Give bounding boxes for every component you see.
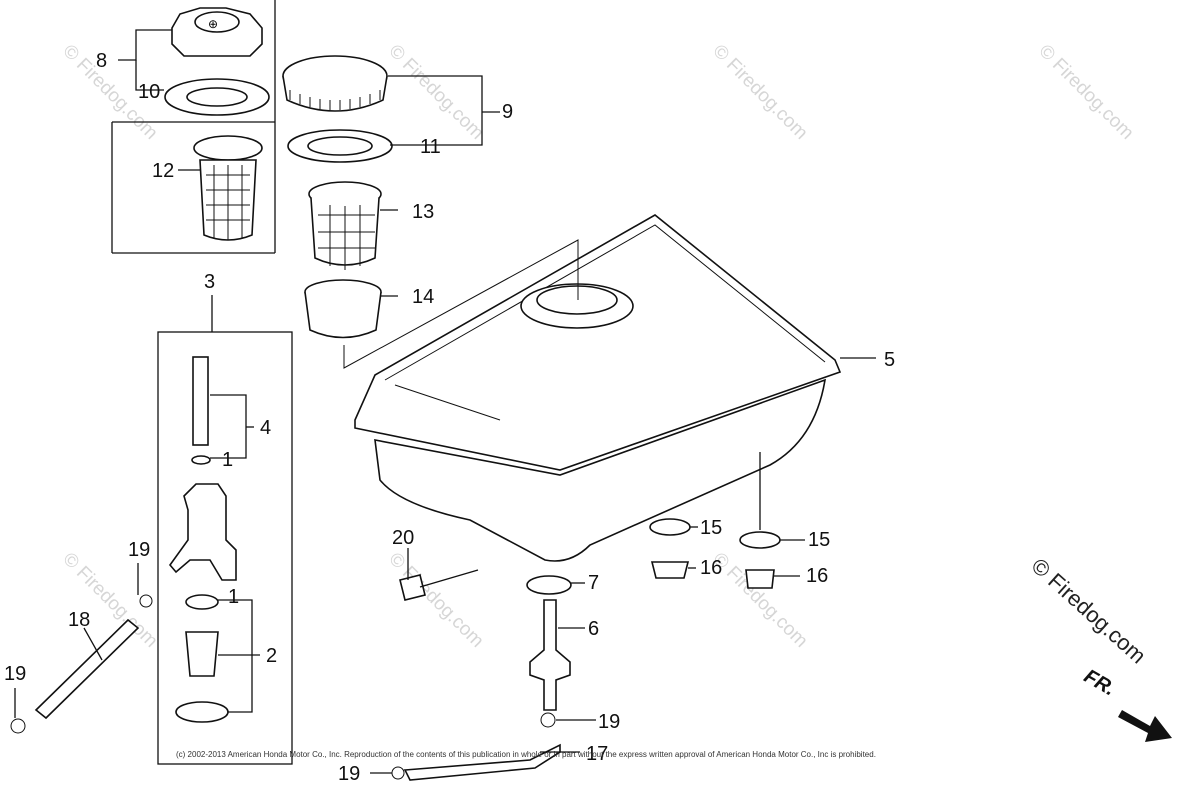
callout-15: 15	[808, 529, 830, 551]
watermark: © Firedog.com	[708, 41, 811, 144]
callout-18: 18	[68, 609, 90, 631]
callout-16: 16	[806, 565, 828, 587]
cap-gasket-part	[164, 78, 270, 116]
callout-4: 4	[260, 417, 271, 439]
strainer-12-part	[193, 135, 263, 241]
callout-19: 19	[4, 663, 26, 685]
fuel-cap-part: ⊕	[171, 7, 263, 57]
callout-11: 11	[420, 136, 441, 158]
callout-19: 19	[598, 711, 620, 733]
filter-basket-part	[304, 279, 382, 339]
front-direction-indicator: FR.	[1080, 665, 1172, 742]
inset-boxes	[111, 0, 276, 254]
fuel-cap-9-part	[282, 55, 388, 112]
watermark: © Firedog.com	[1034, 41, 1137, 144]
fuel-valve-box	[157, 331, 293, 765]
callout-3: 3	[204, 271, 215, 293]
leader-lines	[14, 29, 876, 774]
brand-label: © Firedog.com	[1027, 553, 1151, 668]
callout-10: 10	[138, 81, 160, 103]
fuel-tank-part	[354, 214, 842, 562]
callout-13: 13	[412, 201, 434, 223]
strainer-13-part	[308, 181, 382, 270]
callout-20: 20	[392, 527, 414, 549]
watermark: © Firedog.com	[58, 549, 161, 652]
callout-9: 9	[502, 101, 513, 123]
callout-5: 5	[884, 349, 895, 371]
callout-19: 19	[338, 763, 360, 785]
callout-17: 17	[586, 743, 608, 765]
callout-labels: 8 10 12 9 11 13 14 3 4 1 1 2 5 15 15 16 …	[4, 50, 895, 785]
front-label: FR.	[1080, 665, 1119, 700]
cap-emblem: ⊕	[208, 17, 218, 31]
callout-6: 6	[588, 618, 599, 640]
copyright-notice: (c) 2002-2013 American Honda Motor Co., …	[176, 750, 876, 759]
fuel-valve-parts	[168, 356, 237, 723]
watermark: © Firedog.com	[708, 549, 811, 652]
callout-12: 12	[152, 160, 174, 182]
watermark: © Firedog.com	[384, 549, 487, 652]
callout-1: 1	[228, 586, 239, 608]
callout-7: 7	[588, 572, 599, 594]
callout-19: 19	[128, 539, 150, 561]
callout-2: 2	[266, 645, 277, 667]
callout-16: 16	[700, 557, 722, 579]
callout-8: 8	[96, 50, 107, 72]
cap-gasket-11-part	[287, 129, 393, 163]
hose-parts	[10, 452, 781, 781]
front-arrow-icon	[1118, 710, 1172, 742]
callout-15: 15	[700, 517, 722, 539]
callout-14: 14	[412, 286, 434, 308]
callout-1: 1	[222, 449, 233, 471]
watermark: © Firedog.com	[384, 41, 487, 144]
